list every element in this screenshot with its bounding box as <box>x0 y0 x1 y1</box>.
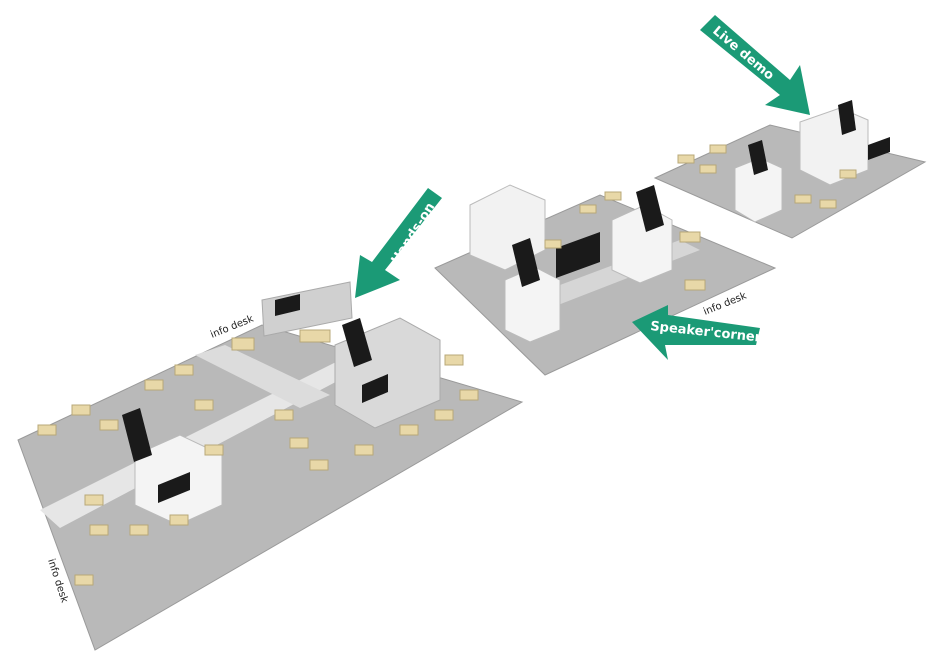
hands-on-callout: Hands-on <box>355 188 442 298</box>
display-wall <box>261 281 353 337</box>
booth-cube-center-c <box>611 204 673 284</box>
left-hall-aisle <box>40 360 362 528</box>
tower-center-c <box>636 185 664 232</box>
screen-wall <box>275 294 300 316</box>
tables-right <box>677 144 857 209</box>
booth-cube-right-a <box>799 107 869 186</box>
center-hall: info desk <box>434 184 777 376</box>
screen-left <box>158 472 190 503</box>
live-demo-label: Live demo <box>709 24 776 84</box>
speaker-corner-callout: Speaker'corner <box>632 305 762 360</box>
tables-left <box>37 329 479 586</box>
live-demo-arrow <box>700 15 810 115</box>
right-hall <box>653 100 927 239</box>
tables-center <box>544 191 706 291</box>
tower-hands-on <box>342 318 372 367</box>
screen-center <box>556 232 600 278</box>
left-hall-aisle-2 <box>195 345 330 408</box>
tower-center-b <box>512 238 540 287</box>
left-hall: info desk info desk <box>17 281 524 651</box>
tower-right-a <box>838 100 856 135</box>
tower-left <box>122 408 152 462</box>
tower-right-b <box>748 140 768 175</box>
screen-hands-on <box>362 374 388 403</box>
hands-on-arrow <box>355 188 442 298</box>
speaker-corner-arrow <box>632 305 760 360</box>
screen-right <box>868 137 890 160</box>
live-demo-callout: Live demo <box>700 15 810 115</box>
